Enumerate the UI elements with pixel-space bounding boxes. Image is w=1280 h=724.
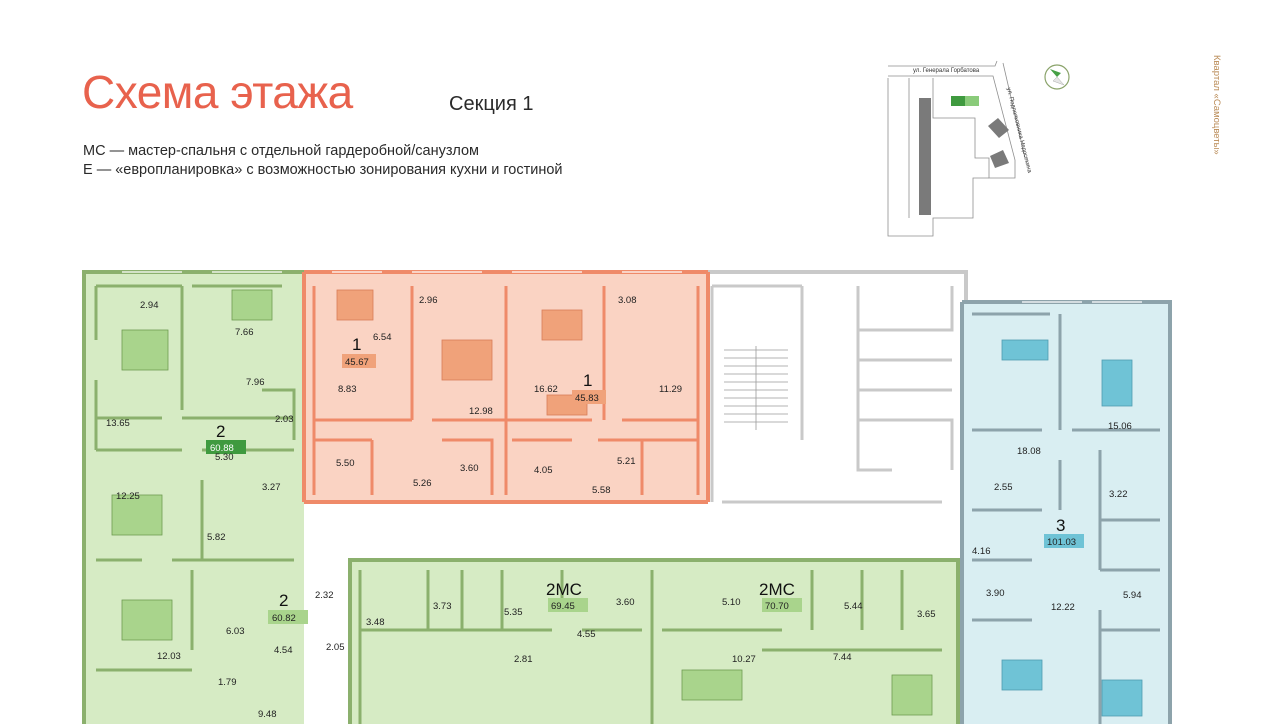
legend-master-bedroom: МС — мастер-спальня с отдельной гардероб… xyxy=(83,143,479,159)
section-label: Секция 1 xyxy=(449,93,534,115)
svg-text:2МС: 2МС xyxy=(546,580,582,599)
svg-text:5.21: 5.21 xyxy=(617,456,636,467)
street-top-label: ул. Генерала Горбатова xyxy=(913,68,980,74)
apt-label-1-orange-a: 1 45.67 xyxy=(342,335,376,368)
room-areas-apt-2-left: 2.94 7.66 7.96 13.65 2.03 5.30 3.27 12.2… xyxy=(106,300,294,543)
svg-text:3.08: 3.08 xyxy=(618,295,637,306)
svg-text:3.60: 3.60 xyxy=(460,463,479,474)
apt-label-2-left: 2 60.88 xyxy=(206,422,246,454)
svg-text:5.35: 5.35 xyxy=(504,607,523,618)
svg-text:3.73: 3.73 xyxy=(433,601,452,612)
svg-text:9.48: 9.48 xyxy=(258,709,277,720)
svg-text:12.22: 12.22 xyxy=(1051,602,1075,613)
svg-text:45.83: 45.83 xyxy=(575,393,599,404)
svg-text:15.06: 15.06 xyxy=(1108,421,1132,432)
svg-text:5.82: 5.82 xyxy=(207,532,226,543)
svg-text:4.05: 4.05 xyxy=(534,465,553,476)
svg-text:1.79: 1.79 xyxy=(218,677,237,688)
svg-text:2.96: 2.96 xyxy=(419,295,438,306)
svg-text:16.62: 16.62 xyxy=(534,384,558,395)
apt-label-2mc-b: 2МС 70.70 xyxy=(759,580,802,612)
compass-icon xyxy=(1044,64,1070,90)
apt-fill-blue xyxy=(960,302,1172,724)
svg-text:3.27: 3.27 xyxy=(262,482,281,493)
svg-text:5.30: 5.30 xyxy=(215,452,234,463)
svg-text:5.58: 5.58 xyxy=(592,485,611,496)
svg-text:7.66: 7.66 xyxy=(235,327,254,338)
legend: МС — мастер-спальня с отдельной гардероб… xyxy=(83,142,563,180)
svg-text:6.54: 6.54 xyxy=(373,332,392,343)
apt-label-2mc-a: 2МС 69.45 xyxy=(546,580,588,612)
svg-text:2: 2 xyxy=(216,422,225,441)
svg-text:2.55: 2.55 xyxy=(994,482,1013,493)
svg-text:2МС: 2МС xyxy=(759,580,795,599)
svg-text:101.03: 101.03 xyxy=(1047,537,1076,548)
apt-label-2-lower: 2 60.82 xyxy=(268,591,308,624)
svg-text:1: 1 xyxy=(352,335,361,354)
svg-text:2.94: 2.94 xyxy=(140,300,159,311)
svg-text:60.88: 60.88 xyxy=(210,443,234,454)
legend-euro-layout: Е — «европланировка» с возможностью зони… xyxy=(83,162,563,178)
svg-text:8.83: 8.83 xyxy=(338,384,357,395)
room-areas-apt-2-lower: 2.32 6.03 2.05 4.54 12.03 1.79 9.48 xyxy=(157,590,345,720)
svg-text:2.03: 2.03 xyxy=(275,414,294,425)
svg-text:5.50: 5.50 xyxy=(336,458,355,469)
svg-text:5.26: 5.26 xyxy=(413,478,432,489)
svg-text:5.44: 5.44 xyxy=(844,601,863,612)
svg-text:2.81: 2.81 xyxy=(514,654,533,665)
svg-text:2.32: 2.32 xyxy=(315,590,334,601)
room-areas-apt-1-b: 16.62 4.05 5.58 3.08 11.29 5.21 xyxy=(534,295,682,496)
floor-plan: 2 60.88 1 45.67 1 45.83 3 101.03 2 60.82… xyxy=(82,270,1172,724)
svg-text:3.48: 3.48 xyxy=(366,617,385,628)
svg-text:3.22: 3.22 xyxy=(1109,489,1128,500)
room-areas-apt-1-a: 6.54 8.83 5.50 2.96 12.98 3.60 5.26 xyxy=(336,295,493,489)
svg-text:12.98: 12.98 xyxy=(469,406,493,417)
svg-text:60.82: 60.82 xyxy=(272,613,296,624)
apt-label-3-blue: 3 101.03 xyxy=(1044,516,1084,548)
svg-text:13.65: 13.65 xyxy=(106,418,130,429)
svg-text:45.67: 45.67 xyxy=(345,357,369,368)
site-minimap: ул. Генерала Горбатова ул. Подполковника… xyxy=(887,60,1070,237)
svg-text:11.29: 11.29 xyxy=(659,384,682,395)
svg-text:5.94: 5.94 xyxy=(1123,590,1142,601)
svg-text:3: 3 xyxy=(1056,516,1065,535)
room-areas-apt-3: 18.08 15.06 2.55 3.22 4.16 3.90 12.22 5.… xyxy=(972,421,1142,613)
svg-text:69.45: 69.45 xyxy=(551,601,575,612)
vertical-caption: Квартал «Самоцветы» xyxy=(1211,55,1222,155)
svg-text:1: 1 xyxy=(583,371,592,390)
svg-text:4.16: 4.16 xyxy=(972,546,991,557)
svg-text:10.27: 10.27 xyxy=(732,654,756,665)
svg-text:3.90: 3.90 xyxy=(986,588,1005,599)
room-areas-apt-2mc-a: 3.73 5.35 3.60 3.48 4.55 2.81 xyxy=(366,597,635,665)
svg-text:18.08: 18.08 xyxy=(1017,446,1041,457)
svg-text:70.70: 70.70 xyxy=(765,601,789,612)
apt-label-1-orange-b: 1 45.83 xyxy=(572,371,606,404)
svg-text:5.10: 5.10 xyxy=(722,597,741,608)
svg-text:4.55: 4.55 xyxy=(577,629,596,640)
svg-text:7.44: 7.44 xyxy=(833,652,852,663)
svg-text:12.25: 12.25 xyxy=(116,491,140,502)
svg-text:4.54: 4.54 xyxy=(274,645,293,656)
street-right-label: ул. Подполковника Недосекина xyxy=(1005,87,1032,174)
svg-text:3.65: 3.65 xyxy=(917,609,936,620)
svg-text:7.96: 7.96 xyxy=(246,377,265,388)
page-title: Схема этажа xyxy=(82,66,353,118)
apt-fill-bottom-green xyxy=(350,558,958,724)
svg-text:3.60: 3.60 xyxy=(616,597,635,608)
room-areas-apt-2mc-b: 5.10 5.44 3.65 10.27 7.44 xyxy=(722,597,936,665)
svg-text:2: 2 xyxy=(279,591,288,610)
svg-text:12.03: 12.03 xyxy=(157,651,181,662)
svg-text:2.05: 2.05 xyxy=(326,642,345,653)
svg-text:6.03: 6.03 xyxy=(226,626,245,637)
